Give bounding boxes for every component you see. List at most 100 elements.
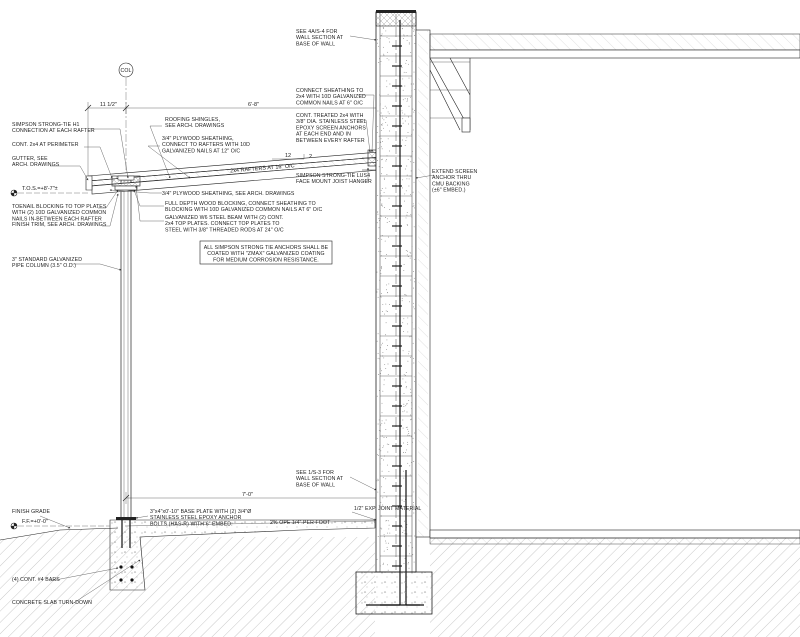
- note-far-right-0-line-2: CMU BACKING: [432, 181, 470, 187]
- stipple-dot: [412, 504, 414, 506]
- stipple-dot: [378, 166, 380, 168]
- stipple-dot: [411, 90, 413, 92]
- note-center-4-line-1: 2x4 TOP PLATES. CONNECT TOP PLATES TO: [165, 221, 280, 227]
- stipple-dot: [383, 534, 385, 536]
- stipple-dot: [410, 279, 412, 281]
- note-left-3-line-2: NAILS IN-BETWEEN EACH RAFTER: [12, 216, 102, 222]
- stipple-dot: [407, 331, 409, 333]
- stipple-dot: [389, 130, 391, 132]
- stipple-dot: [385, 419, 387, 421]
- stipple-dot: [405, 250, 407, 252]
- stipple-dot: [413, 162, 415, 163]
- stipple-dot: [377, 288, 379, 290]
- stipple-dot: [413, 271, 414, 273]
- stipple-dot: [404, 98, 406, 100]
- stipple-dot: [379, 368, 381, 370]
- stipple-dot: [381, 344, 382, 346]
- notes-center-group: ROOFING SHINGLES,SEE ARCH. DRAWINGS3/4" …: [150, 117, 322, 527]
- stipple-dot: [405, 387, 407, 389]
- stipple-dot: [378, 507, 380, 509]
- stipple-dot: [402, 179, 403, 181]
- stipple-dot: [381, 268, 383, 270]
- stipple-dot: [410, 357, 411, 359]
- stipple-dot: [387, 292, 388, 294]
- stipple-dot: [378, 448, 380, 450]
- stipple-dot: [413, 111, 415, 113]
- stipple-dot: [376, 558, 378, 560]
- stipple-dot: [386, 443, 388, 445]
- stipple-dot: [403, 470, 404, 472]
- stipple-dot: [401, 297, 403, 299]
- stipple-dot: [379, 192, 381, 194]
- stipple-dot: [383, 357, 385, 359]
- stipple-dot: [411, 60, 413, 62]
- stipple-dot: [407, 63, 409, 65]
- stipple-dot: [377, 45, 379, 47]
- stipple-dot: [403, 403, 405, 405]
- stipple-dot: [383, 562, 384, 564]
- stipple-dot: [381, 34, 383, 36]
- stipple-dot: [406, 137, 408, 139]
- stipple-dot: [405, 449, 407, 451]
- stipple-dot: [385, 520, 387, 522]
- stipple-dot: [414, 88, 416, 90]
- stipple-dot: [407, 430, 409, 432]
- stipple-dot: [413, 71, 415, 73]
- stipple-dot: [377, 39, 378, 41]
- stipple-dot: [378, 419, 380, 421]
- stipple-dot: [403, 393, 405, 395]
- stipple-dot: [384, 105, 386, 107]
- stipple-dot: [377, 491, 379, 493]
- stipple-dot: [389, 41, 391, 43]
- stipple-dot: [401, 300, 403, 302]
- stipple-dot: [413, 306, 414, 308]
- note-center-5-line-1: STAINLESS STEEL EPOXY ANCHOR: [150, 515, 242, 521]
- stipple-dot: [405, 427, 407, 429]
- note-left-5-line-0: 3" STANDARD GALVANIZED: [12, 257, 82, 263]
- stipple-dot: [381, 420, 383, 422]
- leader-19: [349, 476, 377, 491]
- stipple-dot: [413, 328, 415, 330]
- stipple-dot: [402, 532, 404, 534]
- stipple-dot: [413, 277, 415, 279]
- stipple-dot: [382, 342, 384, 344]
- note-left-3-line-1: WITH (2) 10D GALVANIZED COMMON: [12, 210, 106, 216]
- stipple-dot: [389, 532, 391, 534]
- stipple-dot: [381, 203, 383, 205]
- stipple-dot: [382, 504, 384, 506]
- right-slab: [429, 529, 800, 545]
- stipple-dot: [408, 350, 410, 352]
- stipple-dot: [411, 235, 413, 237]
- stipple-dot: [409, 194, 411, 196]
- stipple-dot: [414, 35, 415, 36]
- stipple-dot: [385, 289, 387, 291]
- stipple-dot: [380, 142, 382, 143]
- stipple-dot: [386, 348, 388, 350]
- leader-lines: [39, 35, 435, 605]
- stipple-dot: [380, 189, 382, 191]
- stipple-dot: [406, 174, 408, 176]
- stipple-dot: [406, 524, 408, 526]
- stipple-dot: [377, 160, 378, 161]
- leader-0: [90, 128, 129, 179]
- stipple-dot: [385, 303, 387, 305]
- stipple-dot: [379, 218, 381, 220]
- rebar-bars: [119, 565, 134, 582]
- dim-top-left: 11 1/2": [100, 102, 117, 108]
- stipple-dot: [379, 214, 381, 216]
- note-right-4-line-2: BASE OF WALL: [296, 482, 335, 488]
- stipple-dot: [385, 30, 387, 32]
- stipple-dot: [403, 530, 405, 532]
- stipple-dot: [410, 392, 412, 394]
- stipple-dot: [385, 254, 387, 256]
- stipple-dot: [383, 207, 385, 208]
- note-right-5-line-0: 1/2" EXP. JOINT MATERIAL: [354, 506, 421, 512]
- stipple-dot: [380, 199, 382, 201]
- stipple-dot: [403, 38, 404, 40]
- note-far-right-0-line-3: (±6" EMBED.): [432, 188, 466, 194]
- stipple-dot: [380, 146, 382, 148]
- stipple-dot: [383, 178, 385, 180]
- stipple-dot: [406, 411, 408, 413]
